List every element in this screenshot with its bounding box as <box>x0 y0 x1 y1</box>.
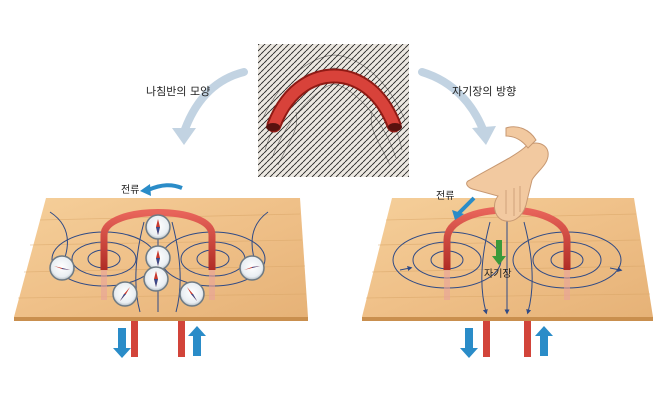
right-lead-right <box>524 321 531 357</box>
compass-icon <box>145 214 171 240</box>
curve-arrow-left <box>172 68 248 145</box>
current-arrow-icon <box>535 326 553 356</box>
field-arrow-icon <box>492 240 506 265</box>
label-current-left: 전류 <box>121 184 139 196</box>
left-lead-left <box>131 321 138 357</box>
right-board <box>362 196 653 358</box>
current-arrow-icon <box>460 328 478 358</box>
current-arrow-top-left <box>147 183 183 192</box>
current-arrow-icon <box>113 328 131 358</box>
left-wire <box>100 209 216 270</box>
label-compass-shape: 나침반의 모양 <box>146 85 210 98</box>
current-arrow-icon <box>188 326 206 356</box>
label-field-direction: 자기장의 방향 <box>452 85 516 98</box>
compass-icon <box>179 281 205 307</box>
right-lead-left <box>483 321 490 357</box>
label-magnetic-field: 자기장 <box>484 268 512 280</box>
compass-icon <box>143 266 169 292</box>
curve-arrow-right <box>418 68 496 145</box>
compass-icon <box>112 281 138 307</box>
hand-icon <box>466 126 549 222</box>
compass-icon <box>239 255 265 281</box>
compass-icon <box>49 255 75 281</box>
compass-icon <box>145 245 171 271</box>
iron-filings-photo <box>258 44 409 177</box>
label-current-right: 전류 <box>436 190 454 202</box>
left-lead-right <box>178 321 185 357</box>
